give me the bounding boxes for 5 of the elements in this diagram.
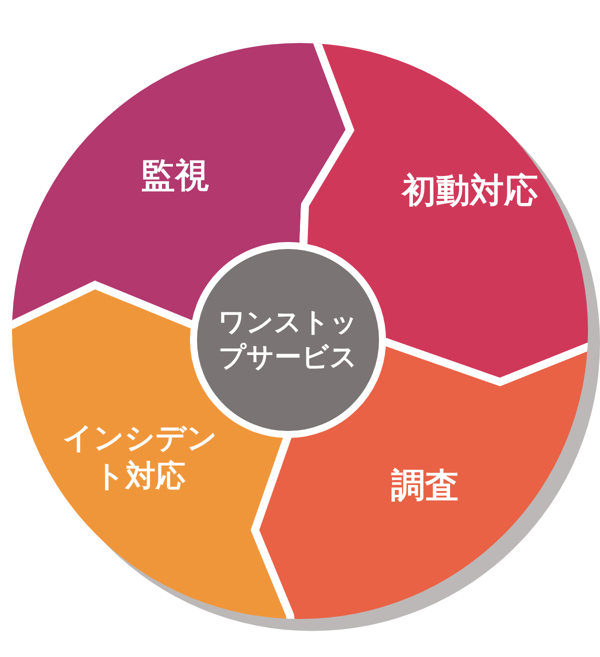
center-label: ワンストップサービス: [217, 306, 359, 375]
segment-label: 監視: [110, 155, 240, 198]
segment-label: インシデント対応: [50, 420, 230, 495]
segment-label: 調査: [370, 465, 480, 508]
segment-label: 初動対応: [400, 170, 540, 212]
